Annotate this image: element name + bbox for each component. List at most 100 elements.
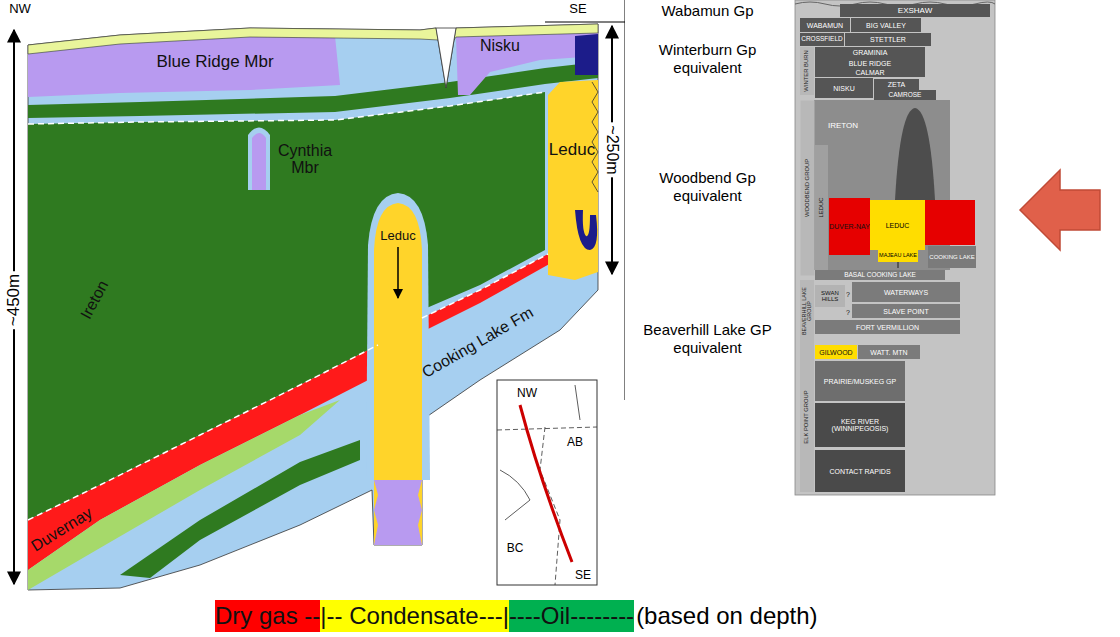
unit-name: WOODBEND GROUP <box>804 158 810 216</box>
legend-swatch: Dry gas -- <box>215 600 320 633</box>
group-name: Winterburn Gp equivalent <box>631 41 784 77</box>
formation-label: ~450m <box>4 271 24 329</box>
legend-note: (based on depth) <box>636 603 817 628</box>
unit-name: MAJEAU LAKE <box>879 253 917 259</box>
formation-label: SE <box>575 569 591 582</box>
legend-text: |-- Condensate---| <box>320 602 509 629</box>
strat-unit: LEDUC <box>870 200 925 250</box>
dark-blue-body <box>575 210 597 250</box>
section-trace <box>520 405 572 562</box>
strat-column <box>795 0 995 495</box>
erosion-notch <box>436 28 456 88</box>
pointer-arrow <box>1020 170 1100 250</box>
formation-label: Blue Ridge Mbr <box>156 53 273 71</box>
strat-unit: SWAN HILLS <box>815 285 845 307</box>
leduc-reef <box>548 80 598 280</box>
unit-name: FORT VERMILLION <box>856 324 919 331</box>
inset-map <box>497 380 597 585</box>
unit-name: KEG RIVER (WINNIPEGOSIS) <box>815 418 905 432</box>
legend-swatch: ----Oil-------- <box>509 600 634 633</box>
group-name: Woodbend Gp equivalent <box>631 169 784 205</box>
reef-mound <box>895 108 935 200</box>
unit-name: BIG VALLEY <box>866 22 906 29</box>
strat-unit: NISKU <box>815 78 873 98</box>
strat-unit: GRAMINIA <box>815 47 925 58</box>
strat-unit: EXSHAW <box>840 4 990 17</box>
formation-label: Cynthia Mbr <box>274 143 336 177</box>
dark-blue-layer <box>575 34 598 75</box>
legend-bar: Dry gas --|-- Condensate---|----Oil-----… <box>215 596 818 636</box>
strat-unit: IRETON <box>818 118 868 134</box>
strat-unit: LEDUC <box>815 145 828 270</box>
formation-label: ? <box>846 309 850 316</box>
group-cell: Winterburn Gp equivalent <box>625 22 790 95</box>
map-line <box>500 470 530 520</box>
cynthia-reef <box>252 133 266 190</box>
strat-unit: WATT. MTN <box>858 345 920 359</box>
cynthia-rim <box>248 128 270 191</box>
leader-arrow <box>397 247 399 298</box>
formation-label: NW <box>517 387 537 400</box>
leader-arrow <box>898 262 899 268</box>
leduc-reef <box>374 203 422 545</box>
formation-label: Duvernay <box>29 505 96 556</box>
strat-unit: CAMROSE <box>874 90 936 100</box>
unit-name: WATERWAYS <box>884 289 928 296</box>
column-ground <box>795 0 995 495</box>
strat-unit: ZETA <box>874 79 919 90</box>
boundary-dash <box>28 345 378 520</box>
unit-name: GILWOOD <box>819 349 852 356</box>
strat-unit: WATERWAYS <box>852 282 960 302</box>
formation-label: ~250m <box>603 122 622 177</box>
formation-label: SE <box>569 2 586 16</box>
formation-label: ? <box>846 291 850 298</box>
strat-unit: ELK POINT GROUP <box>800 342 814 492</box>
group-cell: Wabamun Gp <box>625 0 790 22</box>
duvernay-box <box>925 200 975 245</box>
unit-name: LEDUC <box>886 222 910 229</box>
group-name: Beaverhill Lake GP equivalent <box>631 321 784 357</box>
wabamun-layer <box>454 24 598 40</box>
formation-label: BC <box>507 542 524 555</box>
unit-name: ELK POINT GROUP <box>804 390 810 443</box>
unit-name: SWAN HILLS <box>815 290 845 302</box>
formation-label: Cooking Lake Fm <box>420 304 537 381</box>
boundary-dash <box>28 92 545 124</box>
strat-unit: BASAL COOKING LAKE <box>815 270 945 280</box>
wabamun-layer <box>28 28 438 54</box>
group-name: Wabamun Gp <box>662 2 754 20</box>
strat-unit: PRAIRIE/MUSKEG GP <box>815 361 905 401</box>
group-cell: Beaverhill Lake GP equivalent <box>625 278 790 400</box>
strat-unit: CONTACT RAPIDS <box>815 450 905 492</box>
strat-unit: WINTER BURN <box>800 47 814 95</box>
strat-unit: MAJEAU LAKE <box>878 250 918 262</box>
unit-name: EXSHAW <box>898 7 932 15</box>
unit-name: SLAVE POINT <box>883 308 928 315</box>
unit-name: LEDUC <box>819 198 825 218</box>
formation-label: Nisku <box>480 38 520 55</box>
unit-name: STETTLER <box>870 36 906 43</box>
strat-unit: STETTLER <box>845 33 931 46</box>
purple-block <box>374 480 422 545</box>
zigzag-edge <box>592 82 598 192</box>
light-green-layer <box>28 400 340 590</box>
unit-name: WATT. MTN <box>870 349 907 356</box>
formation-label: Leduc <box>380 229 415 243</box>
map-line <box>575 385 580 420</box>
map-line <box>497 427 597 430</box>
strat-unit: CALMAR <box>815 68 925 77</box>
unit-name: CONTACT RAPIDS <box>829 468 890 475</box>
strat-unit: BLUE RIDGE <box>815 58 925 68</box>
strat-unit: COOKING LAKE <box>928 246 976 268</box>
legend-swatch: |-- Condensate---| <box>320 600 509 633</box>
unit-name: ZETA <box>888 81 905 88</box>
strat-unit: BEAVERHILL LAKE GROUP <box>800 280 814 342</box>
strat-unit: WOODBEND GROUP <box>800 100 814 275</box>
formation-label: AB <box>567 436 583 449</box>
strat-unit: BIG VALLEY <box>851 18 921 32</box>
strat-unit: WABAMUN <box>800 18 850 32</box>
strat-unit: CROSSFIELD <box>800 33 844 46</box>
unit-name: GRAMINIA <box>853 49 888 56</box>
unit-name: WABAMUN <box>807 22 843 29</box>
